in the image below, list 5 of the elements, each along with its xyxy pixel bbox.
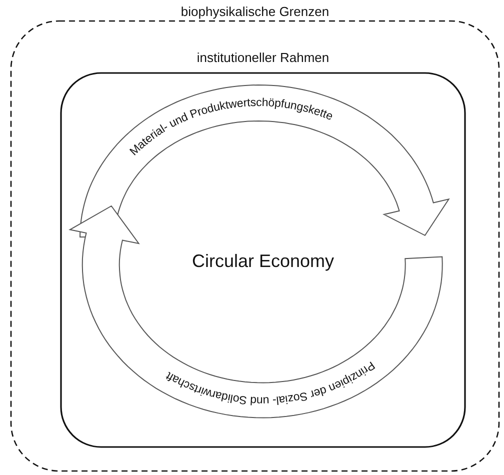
boundary-title: institutioneller Rahmen [196,50,330,65]
curved-arrow [79,84,450,238]
curved-arrow [68,205,443,419]
boundary-title: biophysikalische Grenzen [180,4,330,19]
center-label: Circular Economy [192,251,334,272]
